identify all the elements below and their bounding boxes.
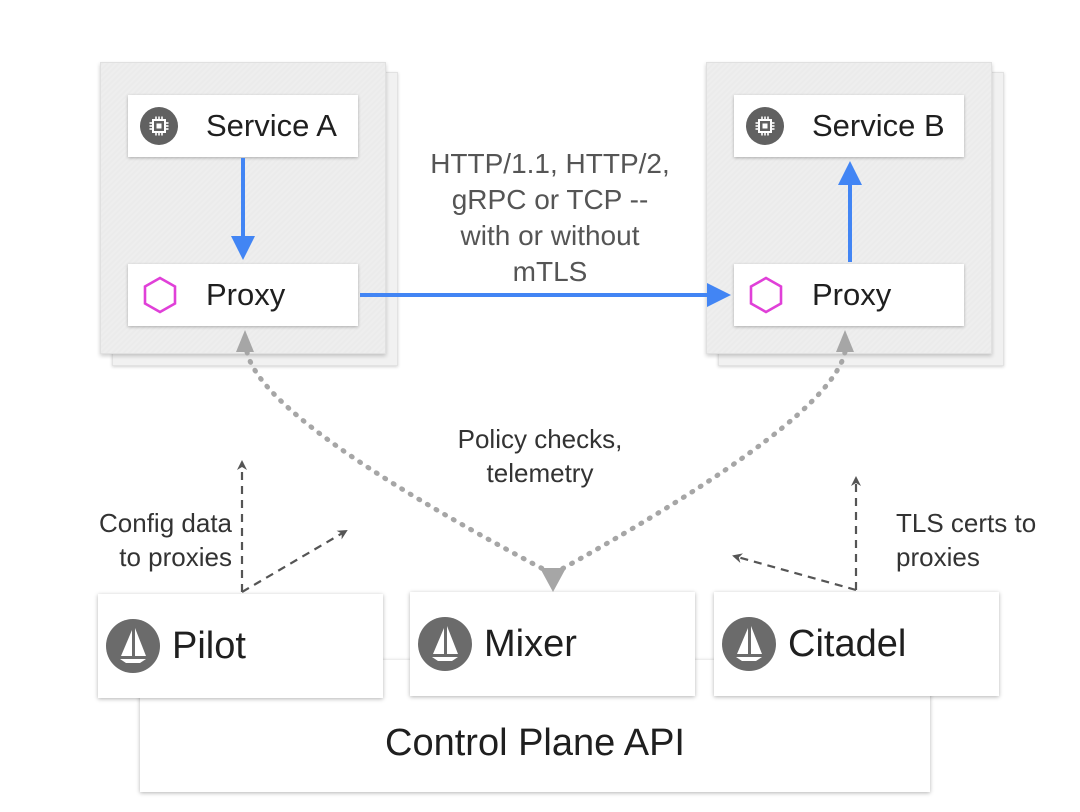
proxy-b-up-arrowhead: [836, 330, 854, 352]
proxy-a-to-mixer-dotted-line: [244, 349, 548, 573]
protocol-note: HTTP/1.1, HTTP/2, gRPC or TCP -- with or…: [400, 146, 700, 290]
proxy-a-up-arrowhead: [236, 330, 254, 352]
sail-icon: [722, 617, 776, 671]
citadel-label: Citadel: [788, 622, 907, 665]
mixer-card[interactable]: Mixer: [410, 592, 695, 696]
service-a-label: Service A: [206, 108, 337, 143]
config-note-line: Config data: [99, 508, 232, 538]
pilot-label: Pilot: [172, 624, 246, 667]
hexagon-icon: [140, 275, 180, 315]
protocol-note-line: with or without: [460, 220, 640, 251]
proxy-a-card[interactable]: Proxy: [128, 264, 358, 326]
protocol-note-line: gRPC or TCP --: [451, 184, 649, 215]
citadel-certs-diagonal-arrow: [732, 553, 857, 592]
proxy-b-card[interactable]: Proxy: [734, 264, 964, 326]
mixer-down-arrowhead: [540, 568, 566, 592]
pilot-config-diagonal-arrow: [241, 529, 348, 593]
service-b-label: Service B: [812, 108, 945, 143]
config-note: Config data to proxies: [40, 506, 232, 574]
proxy-a-label: Proxy: [206, 277, 286, 312]
service-b-card[interactable]: Service B: [734, 95, 964, 157]
policy-note: Policy checks, telemetry: [410, 422, 670, 490]
control-plane-api-label: Control Plane API: [385, 722, 685, 764]
chip-icon: [140, 107, 178, 145]
tls-note-line: proxies: [896, 542, 980, 572]
tls-note-line: TLS certs to: [896, 508, 1037, 538]
proxy-b-label: Proxy: [812, 277, 892, 312]
hexagon-icon: [746, 275, 786, 315]
proxy-b-to-mixer-dotted-line: [557, 349, 848, 573]
sail-icon: [106, 619, 160, 673]
protocol-note-line: mTLS: [512, 256, 588, 287]
policy-note-line: telemetry: [486, 458, 594, 488]
citadel-card[interactable]: Citadel: [714, 592, 999, 696]
tls-note: TLS certs to proxies: [896, 506, 1076, 574]
mixer-label: Mixer: [484, 622, 577, 665]
service-a-card[interactable]: Service A: [128, 95, 358, 157]
chip-icon: [746, 107, 784, 145]
sail-icon: [418, 617, 472, 671]
policy-note-line: Policy checks,: [457, 424, 623, 454]
config-note-line: to proxies: [119, 542, 232, 572]
pilot-card[interactable]: Pilot: [98, 594, 383, 698]
protocol-note-line: HTTP/1.1, HTTP/2,: [430, 148, 670, 179]
